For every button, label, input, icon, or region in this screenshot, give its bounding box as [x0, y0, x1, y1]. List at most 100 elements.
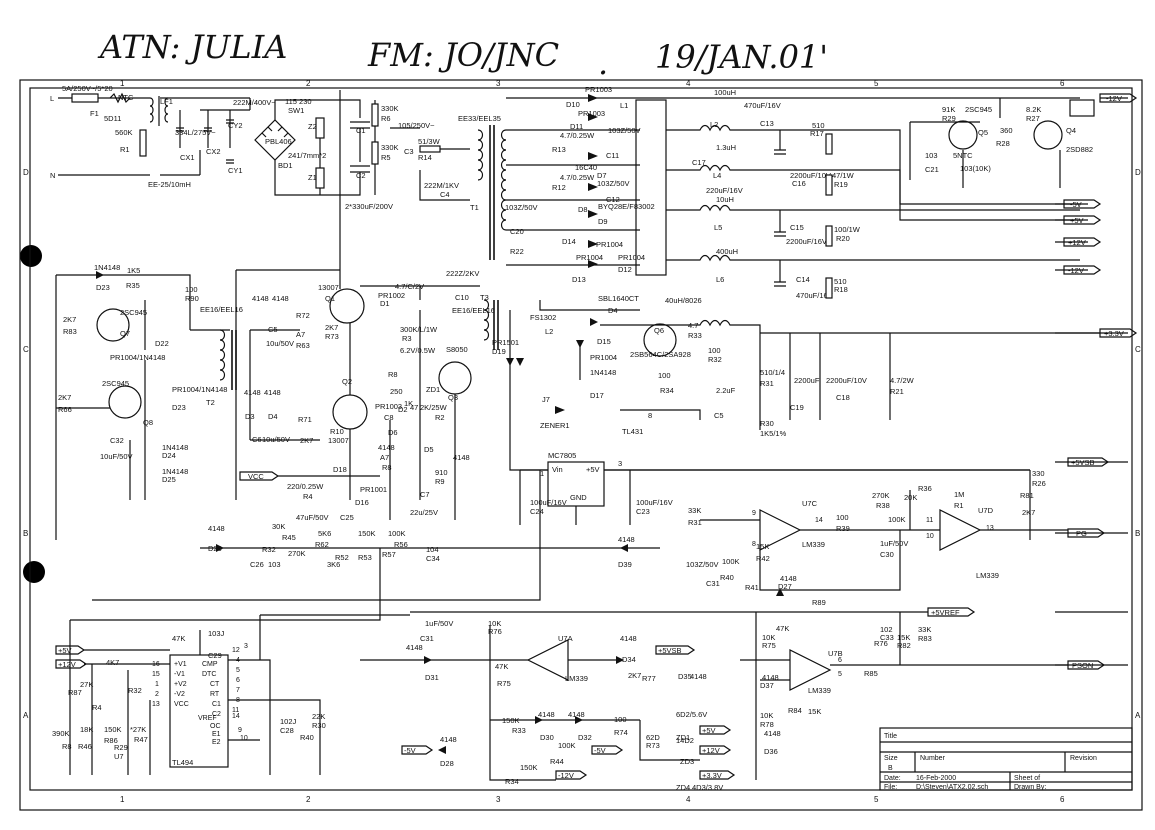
c34-ref: C34: [426, 554, 440, 563]
q8-ref: Q8: [143, 418, 153, 427]
d8-part: BYQ28E/F83002: [598, 202, 655, 211]
c10-value: 222Z/2KV: [446, 269, 479, 278]
tb-size-label: Size: [884, 755, 898, 762]
r81-value: 2K7: [1022, 508, 1035, 517]
r38-ref: R38: [876, 501, 890, 510]
c11-value: 103Z/50V: [608, 126, 641, 135]
r33-ref: R33: [688, 331, 702, 340]
zd4-value: 4D3/3.8V: [692, 783, 723, 792]
q1-part: 13007: [318, 283, 339, 292]
l6-ref: L6: [716, 275, 724, 284]
row-label: A: [1135, 711, 1141, 720]
row-label: B: [23, 529, 28, 538]
r36-ref: R36: [918, 484, 932, 493]
r40-value: 100K: [722, 557, 740, 566]
r56-ref: R56: [394, 540, 408, 549]
r35-ref: R35: [126, 281, 140, 290]
d12-pkg: PR1004: [618, 253, 645, 262]
reg-pin3: 3: [618, 459, 622, 468]
r8b-value: 390K: [52, 729, 70, 738]
output-label-+3.3v: +3.3V: [1099, 328, 1138, 338]
c4-value: 222M/1KV: [424, 181, 459, 190]
c12-value: 103Z/50V: [597, 179, 630, 188]
r1-ref: R1: [120, 145, 130, 154]
u7a-part: LM339: [565, 674, 588, 683]
r45-value: 30K: [272, 522, 285, 531]
c20-value: 103Z/50V: [505, 203, 538, 212]
d15-ref: D15: [597, 337, 611, 346]
r6-ref: R6: [381, 114, 391, 123]
d73-part: 1N4148: [94, 263, 120, 272]
q2-part: 13007: [328, 436, 349, 445]
r28-ref: R28: [996, 139, 1010, 148]
d25-part: 1N4148: [162, 467, 188, 476]
r13-ref: R13: [552, 145, 566, 154]
svg-text:-5V: -5V: [1070, 200, 1082, 209]
zd1-ref: ZD1: [426, 385, 440, 394]
drive-circuit-section: 1N4148 D23 1K5 R35 100 R90 2K7 R83 2SC94…: [55, 263, 243, 540]
d8-ref: D8: [578, 205, 588, 214]
u7c-part: LM339: [802, 540, 825, 549]
pin-name-ct: CT: [210, 681, 220, 688]
svg-text:VCC: VCC: [248, 472, 264, 481]
u7a-section: 1uF/50V C31 10K R76 47K R75 4148 D31 U7A…: [360, 619, 736, 792]
r73-value: 2K7: [325, 323, 338, 332]
d36-part: 4148: [764, 729, 781, 738]
r18-value: 510: [834, 277, 847, 286]
r4-ref: R4: [303, 492, 313, 501]
zd1b-value: 6D2/5.6V: [676, 710, 707, 719]
svg-text:+5V: +5V: [702, 726, 716, 735]
c26-ref: C26: [250, 560, 264, 569]
c28-value: 102J: [280, 717, 297, 726]
c34-value: 104: [426, 545, 439, 554]
c23-ref: C23: [636, 507, 650, 516]
d23-ref: D23: [172, 403, 186, 412]
l5-value: 10uH: [716, 195, 734, 204]
r73-ref: R73: [325, 332, 339, 341]
c17-ref: C17: [692, 158, 706, 167]
r8b-ref: R8: [382, 463, 392, 472]
c19-value: 2200uF: [794, 376, 820, 385]
comparator-u7d: [939, 509, 982, 551]
r-47: 47: [410, 403, 418, 412]
c23-value: 100uF/16V: [636, 498, 673, 507]
r34b-value: 150K: [520, 763, 538, 772]
ntc-value: 103(10K): [960, 164, 991, 173]
r31b-value: 33K: [688, 506, 701, 515]
d39-ref: D39: [618, 560, 632, 569]
r29-ref: R29: [942, 114, 956, 123]
r5-ref: R5: [381, 153, 391, 162]
zd1-value: 6.2V/0.5W: [400, 346, 436, 355]
ntc-label: NTC: [118, 93, 134, 102]
svg-text:+12V: +12V: [58, 660, 76, 669]
ntc-ref: 5D11: [104, 114, 121, 123]
d20-part: 4148: [208, 524, 225, 533]
regulator-section: MC7805 Vin +5V GND 100uF/16V C24 100uF/1…: [519, 451, 1030, 525]
bridge-section: 222M/400V~ 115 230 SW1 PBL406 BD1 Z2 Z1 …: [233, 97, 393, 211]
c5b-ref: C5: [714, 411, 724, 420]
r36-value: 20K: [904, 493, 917, 502]
r75-ref: R75: [497, 679, 511, 688]
r40b-ref: R40: [300, 733, 314, 742]
col-label: 1: [120, 795, 125, 804]
bulk-caps: 2*330uF/200V: [345, 202, 393, 211]
col-label: 6: [1060, 795, 1065, 804]
r30b-value: 22K: [312, 712, 325, 721]
d13-pkg: PR1004: [576, 253, 603, 262]
border-column-labels: 1 2 3 4 5 6 1 2 3 4 5 6: [120, 79, 1065, 804]
output-label-+5vref: +5VREF: [927, 607, 976, 617]
switch-values: 115 230: [285, 97, 312, 106]
row-label: C: [23, 345, 29, 354]
z-rating: 241/7mm*2: [288, 151, 326, 160]
c21-value: 103: [925, 151, 938, 160]
r87-ref: R87: [68, 688, 82, 697]
c11-ref: C11: [606, 151, 619, 160]
svg-text:+5VSB: +5VSB: [1071, 458, 1095, 467]
main-transformer-section: 330K R6 330K R5 105/250V~ C3 51/3W R14 2…: [371, 100, 507, 260]
u7a-ref: U7A: [558, 634, 573, 643]
r66-value: 2K7: [58, 393, 71, 402]
resistor-r1: [139, 129, 147, 157]
cx2-ref: CX2: [206, 147, 221, 156]
r44-value: 100K: [558, 741, 576, 750]
c16-ref: C16: [792, 179, 806, 188]
